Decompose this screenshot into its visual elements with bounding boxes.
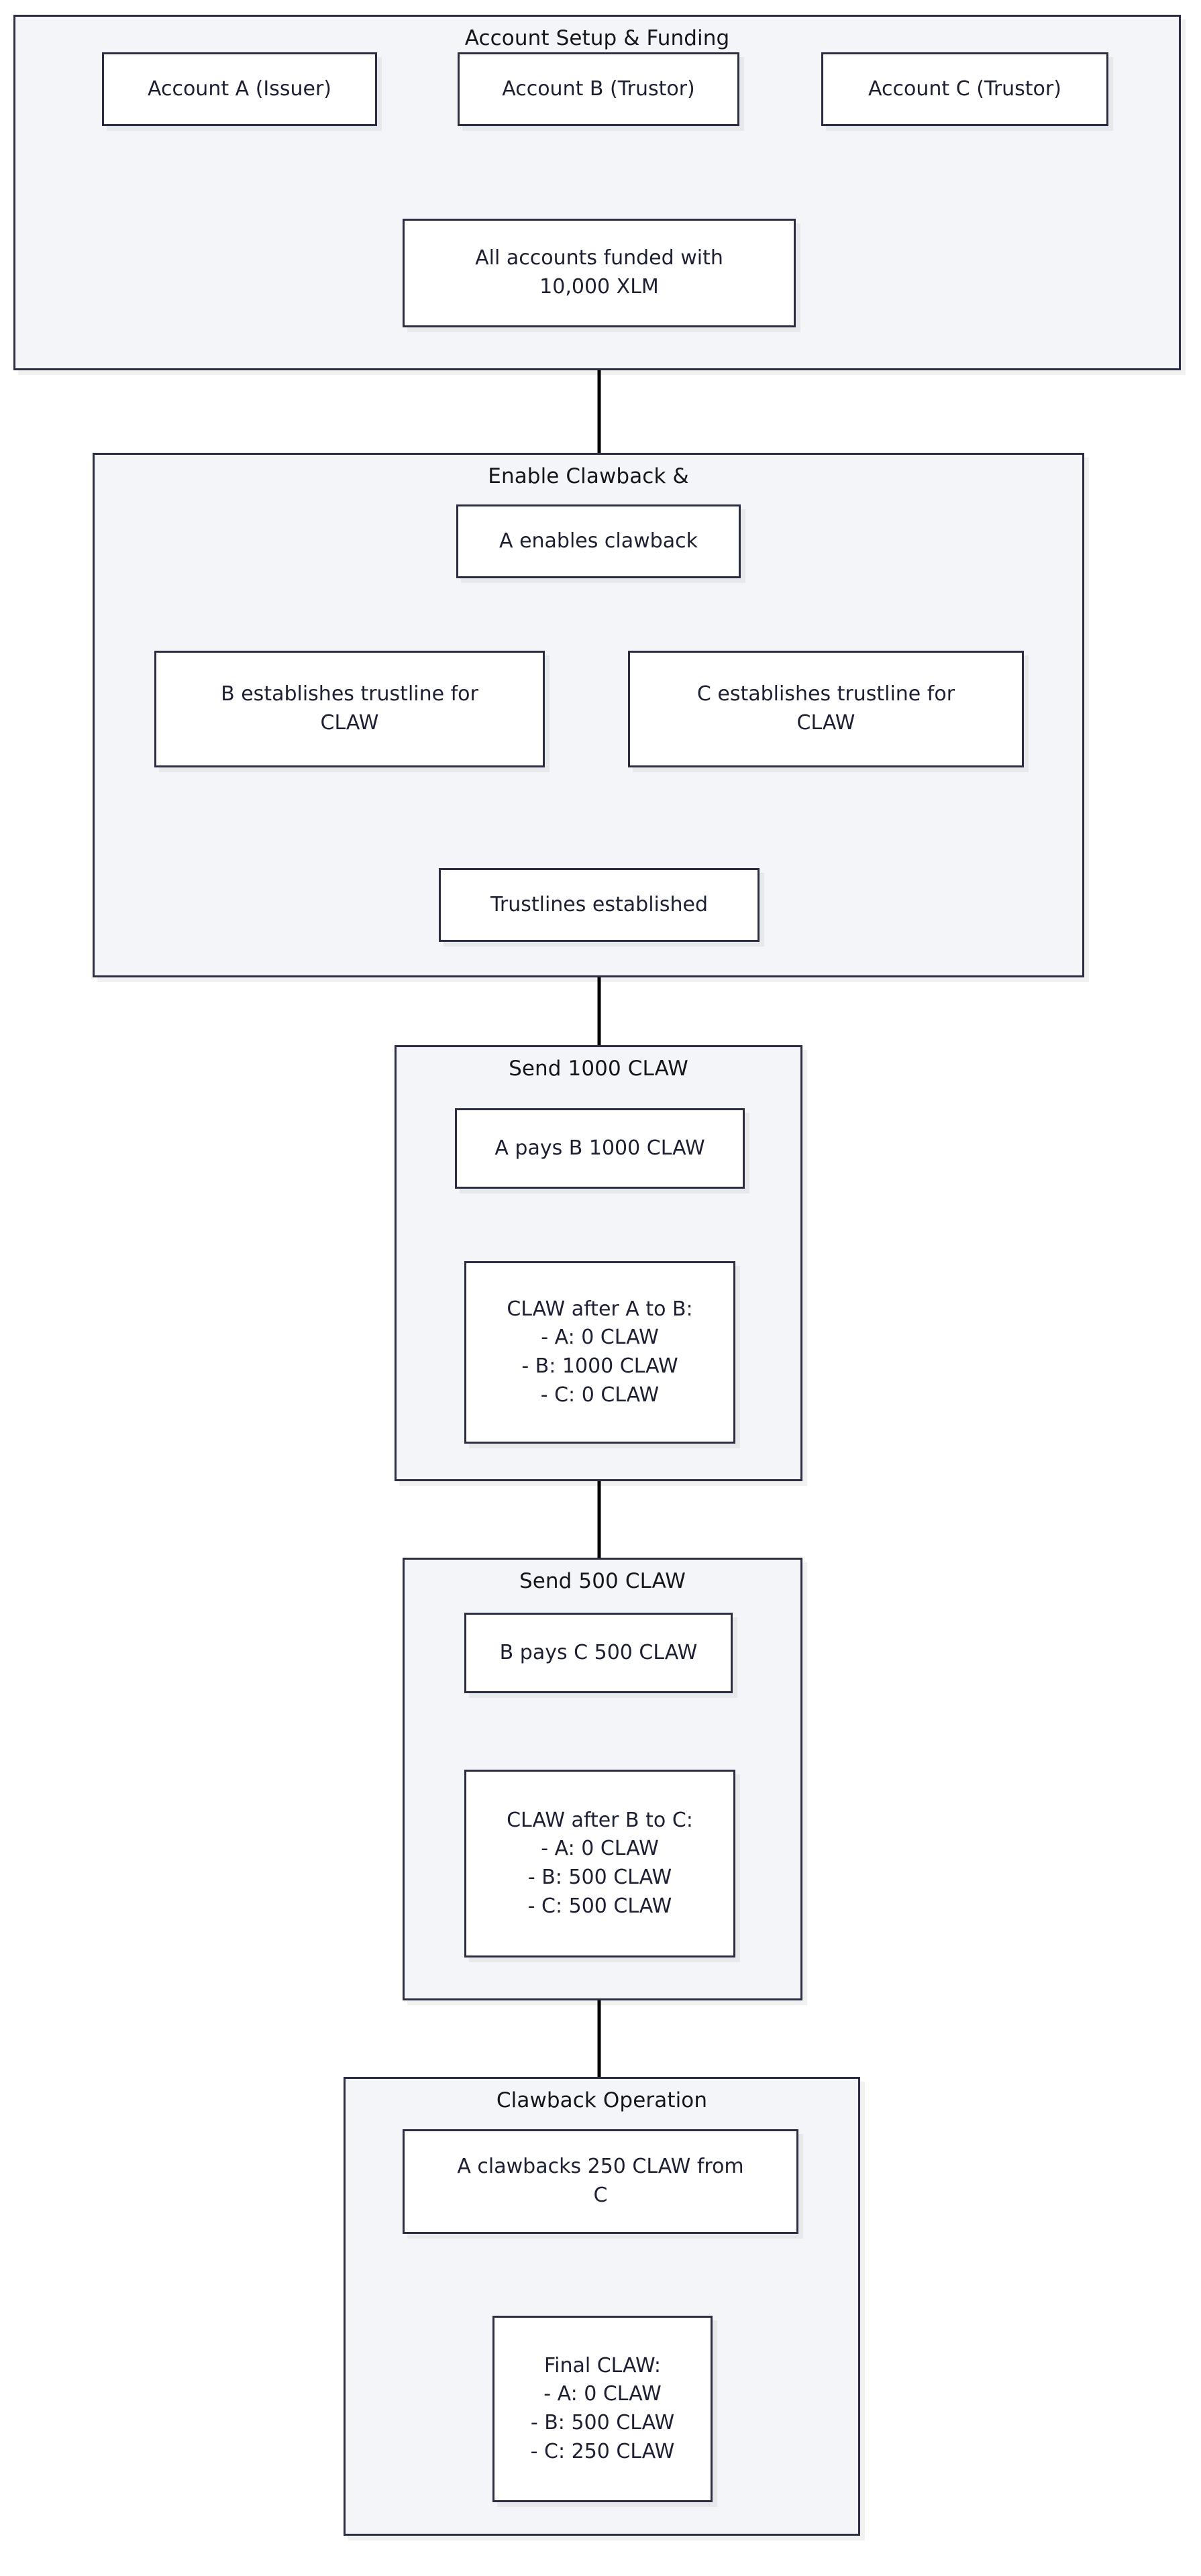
node-trustlines-established[interactable]: Trustlines established xyxy=(439,868,760,942)
node-account-b[interactable]: Account B (Trustor) xyxy=(458,52,739,126)
cluster-title-send-1000: Send 1000 CLAW xyxy=(509,1057,688,1081)
node-a-enables-clawback[interactable]: A enables clawback xyxy=(456,504,741,578)
node-all-accounts-funded[interactable]: All accounts funded with 10,000 XLM xyxy=(403,219,796,327)
cluster-title-clawback-operation: Clawback Operation xyxy=(496,2088,708,2112)
cluster-title-send-500: Send 500 CLAW xyxy=(519,1569,686,1593)
node-b-pays-c[interactable]: B pays C 500 CLAW xyxy=(464,1613,733,1693)
node-account-a[interactable]: Account A (Issuer) xyxy=(102,52,377,126)
cluster-title-account-setup: Account Setup & Funding xyxy=(464,26,730,50)
node-balance-after-b-to-c[interactable]: CLAW after B to C: - A: 0 CLAW - B: 500 … xyxy=(464,1770,735,1957)
node-account-c[interactable]: Account C (Trustor) xyxy=(821,52,1108,126)
node-final-balance[interactable]: Final CLAW: - A: 0 CLAW - B: 500 CLAW - … xyxy=(492,2316,713,2502)
node-b-establishes-trustline[interactable]: B establishes trustline for CLAW xyxy=(154,651,545,767)
node-a-clawbacks[interactable]: A clawbacks 250 CLAW from C xyxy=(403,2129,798,2234)
node-c-establishes-trustline[interactable]: C establishes trustline for CLAW xyxy=(628,651,1024,767)
node-balance-after-a-to-b[interactable]: CLAW after A to B: - A: 0 CLAW - B: 1000… xyxy=(464,1261,735,1444)
cluster-title-enable-clawback: Enable Clawback & xyxy=(488,464,689,488)
node-a-pays-b[interactable]: A pays B 1000 CLAW xyxy=(455,1108,745,1189)
